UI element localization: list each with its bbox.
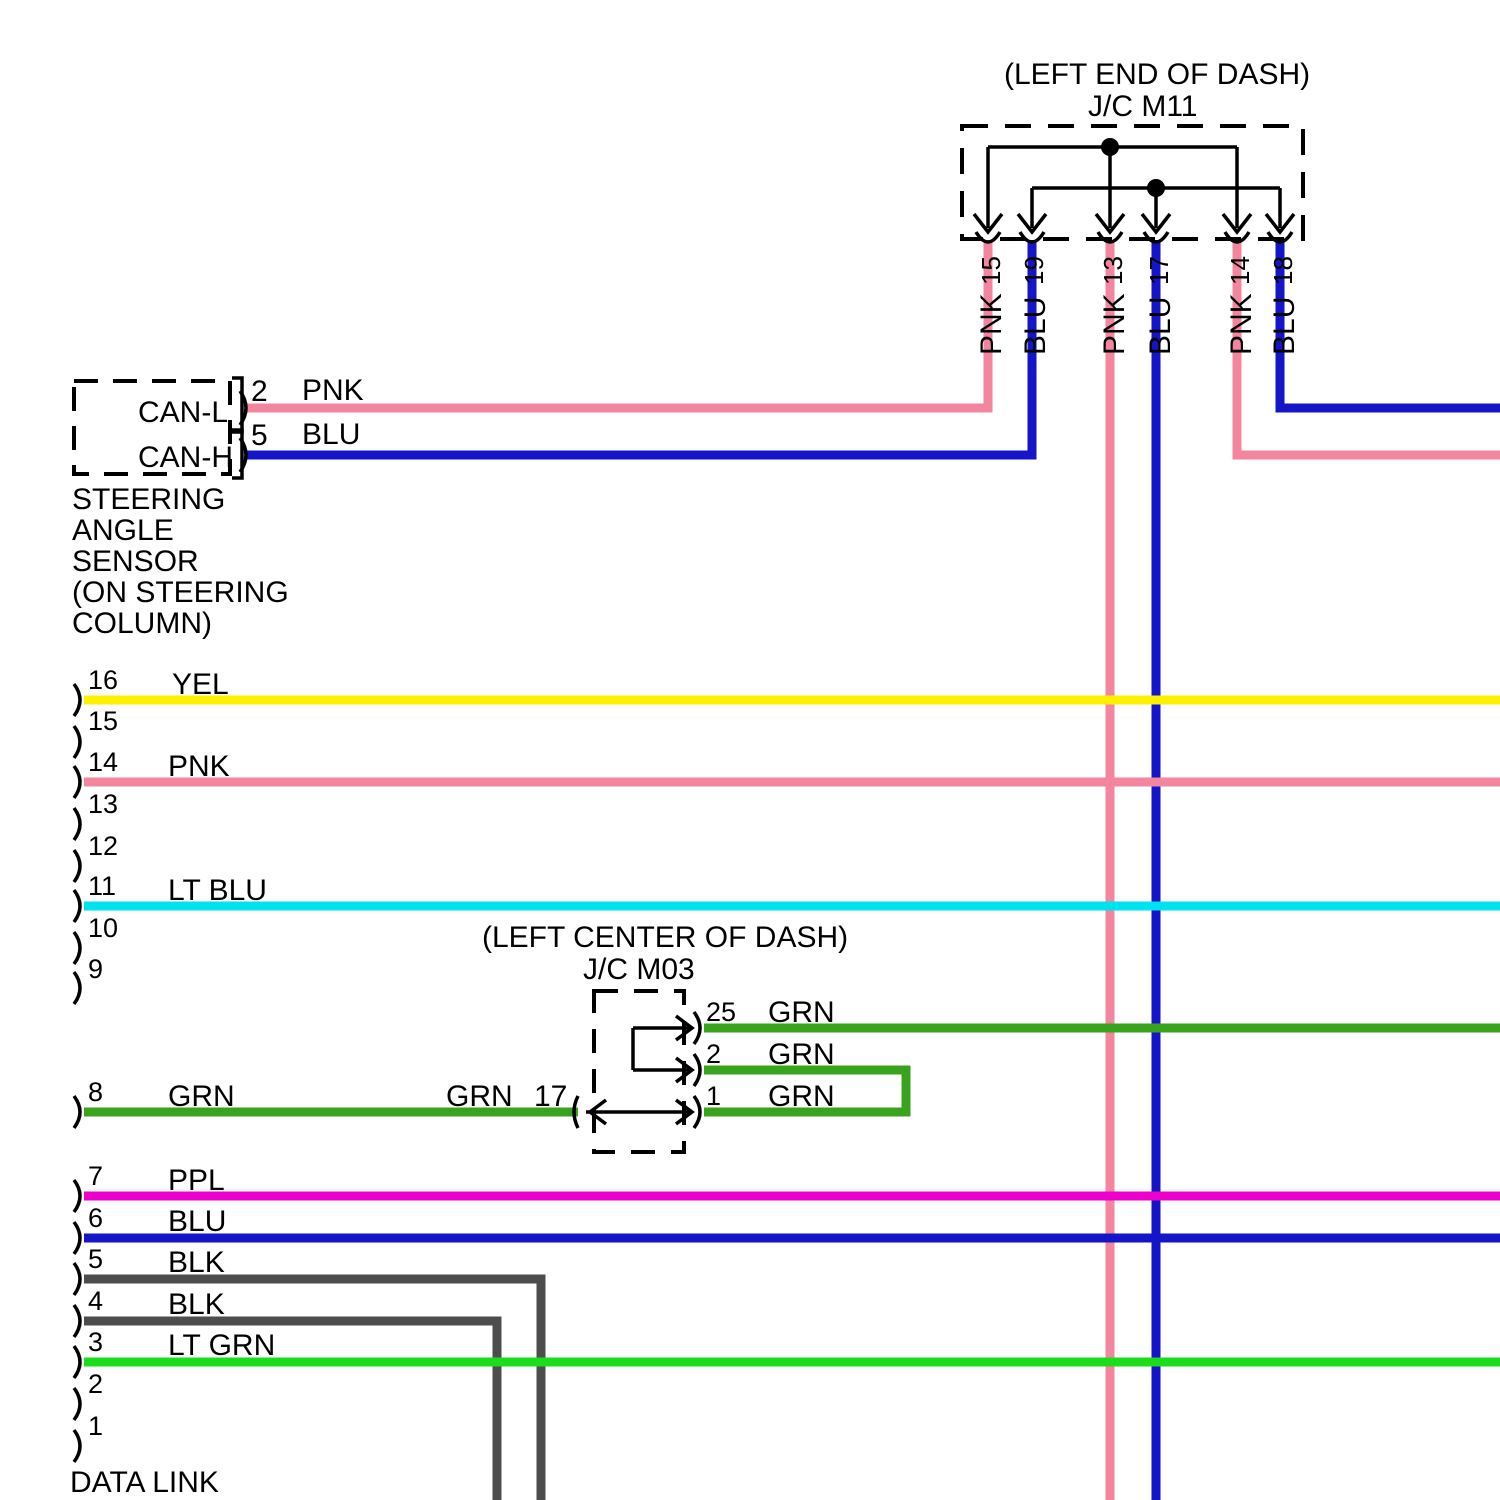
sas-name-line-3: SENSOR [72,545,199,578]
dlc-pin-number-12: 12 [88,831,119,861]
dlc-pin-number-6: 6 [88,1203,104,1233]
m03-input-wire-label: GRN [446,1080,513,1113]
m11-wire-label-14: PNK [1225,293,1258,355]
dlc-pin-number-7: 7 [88,1161,104,1191]
m11-location-label: (LEFT END OF DASH) [1004,58,1311,91]
sas-terminal-cups [238,389,248,474]
m11-wire-label-15: PNK [975,293,1008,355]
m03-terminal-cups [572,1010,702,1130]
dlc-pin-number-5: 5 [88,1244,104,1274]
dlc-pin-number-11: 11 [88,871,117,901]
dlc-pin-number-1: 1 [88,1411,104,1441]
m03-wire-label-25: GRN [768,996,835,1029]
m11-pin-number-18: 18 [1268,256,1298,285]
m03-input-pin-number: 17 [534,1080,568,1113]
m11-pin-number-17: 17 [1144,256,1174,285]
m03-wire-label-2: GRN [768,1038,835,1071]
m03-wire-label-1: GRN [768,1080,835,1113]
sas-dashed-outline [72,379,232,476]
dlc-wire-label-6: BLU [168,1205,227,1238]
dlc-name-label: DATA LINK [70,1466,219,1499]
m03-dashed-outline [592,989,686,1154]
dlc-pin-number-9: 9 [88,954,104,984]
m03-location-label: (LEFT CENTER OF DASH) [482,921,849,954]
m03-arrowheads [587,1014,695,1126]
m11-pin-number-19: 19 [1019,256,1049,285]
m11-pin-number-15: 15 [976,256,1006,285]
dlc-pin-number-16: 16 [88,665,119,695]
dlc-wire-label-4: BLK [168,1288,225,1321]
wire-blu-can-h [247,240,1037,460]
wire-pnk-pin14 [1232,240,1500,460]
dlc-pin-number-3: 3 [88,1327,104,1357]
junction-m03-box [572,989,702,1154]
dlc-wire-label-3: LT GRN [168,1329,276,1362]
dlc-pin-number-15: 15 [88,706,119,736]
sas-wire-label-pnk: PNK [302,374,364,407]
dlc-pin-number-2: 2 [88,1369,104,1399]
m11-arrowheads [972,212,1296,235]
sas-name-line-1: STEERING [72,483,226,516]
dlc-pin-number-14: 14 [88,747,119,777]
wire-blk-pin4 [84,1316,502,1500]
m11-name-label: J/C M11 [1088,90,1198,123]
m11-pin-number-14: 14 [1225,256,1255,285]
dlc-wire-label-8: GRN [168,1080,235,1113]
m03-pin-number-2: 2 [706,1039,722,1069]
steering-angle-sensor-box [72,376,248,480]
m11-wire-label-17: BLU [1144,296,1177,355]
sas-name-line-5: COLUMN) [72,607,212,640]
m11-junction-dot-upper [1101,138,1119,156]
m11-wire-label-18: BLU [1268,296,1301,355]
dlc-wire-label-7: PPL [168,1164,225,1197]
dlc-pin-number-10: 10 [88,913,119,943]
dlc-pin-number-4: 4 [88,1286,104,1316]
junction-m11-box [960,124,1305,244]
sas-name-line-4: (ON STEERING [72,576,289,609]
wire-blk-pin5 [84,1274,546,1500]
dlc-pin-number-8: 8 [88,1077,104,1107]
wire-grn-m03-loop [704,1065,911,1117]
m03-name-label: J/C M03 [583,953,695,986]
m03-pin-number-25: 25 [706,997,737,1027]
m11-wire-label-19: BLU [1019,296,1052,355]
dlc-terminal-cups [72,682,82,1464]
dlc-pin-number-13: 13 [88,789,119,819]
wire-layer [84,240,1500,1500]
dlc-wire-label-16: YEL [172,668,229,701]
m11-terminal-cups [974,231,1294,244]
sas-name-line-2: ANGLE [72,514,174,547]
m11-pin-number-13: 13 [1098,256,1128,285]
wire-blu-pin18 [1275,240,1500,413]
sas-wire-label-blu: BLU [302,418,361,451]
sas-terminal-label-can-l: CAN-L [138,396,229,429]
dlc-wire-label-5: BLK [168,1246,225,1279]
m11-wire-label-13: PNK [1098,293,1131,355]
sas-pin-number-2: 2 [251,375,268,408]
m03-pin-number-1: 1 [706,1081,722,1111]
sas-terminal-label-can-h: CAN-H [138,441,233,474]
m11-dashed-outline [960,124,1305,241]
sas-pin-number-5: 5 [251,419,268,452]
m11-junction-dot-lower [1147,179,1165,197]
wire-pnk-can-l [247,240,993,413]
dlc-wire-label-11: LT BLU [168,874,267,907]
sas-bracket-bottom [232,428,244,480]
sas-bracket-top [232,376,244,434]
dlc-wire-label-14: PNK [168,750,230,783]
